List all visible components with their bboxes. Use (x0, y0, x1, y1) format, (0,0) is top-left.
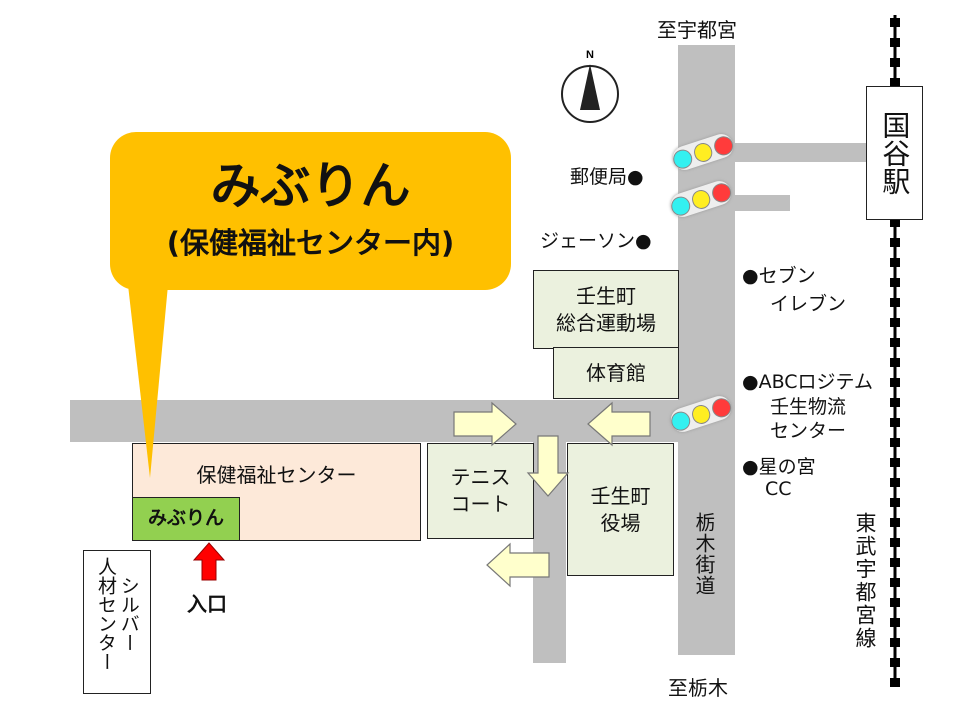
miburin-callout: みぶりん (保健福祉センター内) (110, 132, 511, 290)
railway-tie (890, 558, 900, 567)
railway-tie (890, 78, 900, 87)
town-hall-label-2: 役場 (600, 510, 641, 535)
entrance-arrow-icon (192, 542, 226, 581)
station-label: 国谷駅 (878, 111, 912, 195)
railway-tie (890, 518, 900, 527)
abc-logitem-label: ●ABCロジテム (742, 371, 873, 393)
tennis-label: テニス (450, 465, 511, 489)
arrow-left-icon (587, 401, 651, 447)
railway-tie (890, 618, 900, 627)
railway-tie (890, 498, 900, 507)
seven-eleven-label-2: イレブン (770, 293, 847, 315)
railway-label: 東武宇都宮線 (853, 512, 877, 650)
silver-center: シルバー人材センター (83, 550, 151, 694)
railway-tie (890, 418, 900, 427)
town-hall: 壬生町役場 (567, 443, 674, 576)
railway-tie (890, 58, 900, 67)
railway-tie (890, 438, 900, 447)
railway-tie (890, 238, 900, 247)
town-hall-label: 壬生町 (590, 483, 651, 508)
silver-label: シルバー (117, 576, 140, 652)
railway-tie (890, 18, 900, 27)
miburin-label: みぶりん (147, 507, 224, 530)
railway-tie (890, 678, 900, 687)
abc-logitem-label-3: センター (770, 420, 847, 442)
railway-tie (890, 398, 900, 407)
gymnasium: 体育館 (553, 347, 679, 399)
kokuya-station: 国谷駅 (866, 86, 923, 220)
tochigi-kaido-label: 栃木街道 (692, 512, 716, 596)
station-road (735, 143, 866, 162)
abc-logitem-label-2: 壬生物流 (770, 396, 847, 418)
tennis-court: テニスコート (427, 443, 534, 539)
railway-tie (890, 538, 900, 547)
branch-road (735, 195, 790, 211)
sports-park-label-2: 総合運動場 (556, 310, 656, 335)
gym-label: 体育館 (586, 360, 646, 385)
callout-tail (128, 285, 168, 478)
railway-tie (890, 638, 900, 647)
callout-title: みぶりん (210, 157, 411, 215)
hoshinomiya-cc-label: ●星の宮 (742, 456, 816, 478)
railway-tie (890, 278, 900, 287)
railway-tie (890, 218, 900, 227)
railway-tie (890, 358, 900, 367)
sports-park-label: 壬生町 (576, 283, 636, 308)
to-tochigi-label: 至栃木 (668, 676, 728, 700)
entrance-label: 入口 (187, 592, 227, 616)
railway-tie (890, 38, 900, 47)
health-center-label: 保健福祉センター (196, 463, 357, 487)
railway-tie (890, 598, 900, 607)
railway-tie (890, 298, 900, 307)
jason-label: ジェーソン● (540, 230, 652, 252)
compass-n-label: N (586, 49, 594, 61)
callout-subtitle: (保健福祉センター内) (166, 226, 455, 260)
post-office-label: 郵便局● (570, 166, 644, 188)
railway-tie (890, 578, 900, 587)
to-utsunomiya-label: 至宇都宮 (657, 18, 737, 42)
miburin-location: みぶりん (132, 497, 240, 541)
arrow-right-icon (453, 401, 517, 447)
railway-tie (890, 338, 900, 347)
railway-tie (890, 658, 900, 667)
railway-tie (890, 478, 900, 487)
north-compass-icon: N (561, 49, 619, 123)
arrow-down-icon (526, 435, 570, 497)
arrow-left-icon (486, 542, 550, 588)
railway-tie (890, 378, 900, 387)
seven-eleven-label: ●セブン (742, 265, 816, 287)
railway-tie (890, 318, 900, 327)
silver-label-2: 人材センター (95, 557, 117, 671)
railway-tie (890, 458, 900, 467)
sports-park: 壬生町総合運動場 (533, 270, 679, 349)
tennis-label-2: コート (450, 492, 511, 516)
hoshinomiya-cc-label-2: CC (765, 478, 792, 500)
railway-tie (890, 258, 900, 267)
